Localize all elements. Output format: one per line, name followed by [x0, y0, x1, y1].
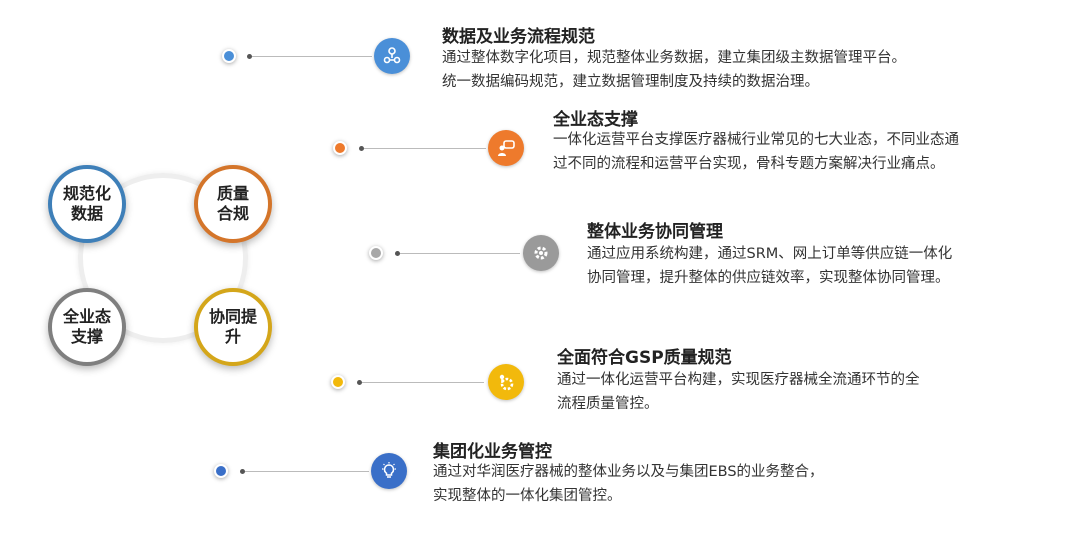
cycle-node-quality: 质量 合规 [194, 165, 272, 243]
cycle-node-label: 规范化 数据 [62, 184, 111, 223]
cycle-node-full-format: 全业态 支撑 [48, 288, 126, 366]
item-description: 通过整体数字化项目，规范整体业务数据，建立集团级主数据管理平台。 统一数据编码规… [442, 50, 906, 90]
cycle-ring [78, 173, 248, 343]
connector-line [250, 56, 372, 57]
quality-gear-icon [488, 364, 524, 400]
connector-line [243, 471, 369, 472]
connector-line [360, 382, 484, 383]
item-description: 通过应用系统构建，通过SRM、网上订单等供应链一体化 协同管理，提升整体的供应链… [587, 246, 953, 286]
item-dot [369, 246, 383, 260]
item-title: 全业态支撑 [553, 110, 638, 130]
data-flow-icon [374, 38, 410, 74]
item-dot [331, 375, 345, 389]
chat-person-icon [488, 130, 524, 166]
cycle-node-label: 全业态 支撑 [62, 307, 111, 346]
item-dot [214, 464, 228, 478]
item-dot [222, 49, 236, 63]
item-title: 整体业务协同管理 [587, 222, 723, 242]
cycle-node-label: 协同提 升 [208, 307, 257, 346]
gear-icon [523, 235, 559, 271]
connector-tip [395, 251, 400, 256]
connector-line [398, 253, 520, 254]
item-title: 全面符合GSP质量规范 [557, 348, 732, 368]
lightbulb-icon [371, 453, 407, 489]
item-description: 一体化运营平台支撑医疗器械行业常见的七大业态，不同业态通 过不同的流程和运营平台… [553, 132, 959, 172]
connector-tip [359, 146, 364, 151]
cycle-node-standardize: 规范化 数据 [48, 165, 126, 243]
item-dot [333, 141, 347, 155]
cycle-node-collaboration: 协同提 升 [194, 288, 272, 366]
item-title: 集团化业务管控 [433, 442, 552, 462]
connector-tip [240, 469, 245, 474]
cycle-node-label: 质量 合规 [216, 184, 249, 223]
connector-line [362, 148, 486, 149]
item-description: 通过对华润医疗器械的整体业务以及与集团EBS的业务整合， 实现整体的一体化集团管… [433, 464, 824, 504]
item-description: 通过一体化运营平台构建，实现医疗器械全流通环节的全 流程质量管控。 [557, 372, 920, 412]
connector-tip [357, 380, 362, 385]
item-title: 数据及业务流程规范 [442, 27, 595, 47]
connector-tip [247, 54, 252, 59]
